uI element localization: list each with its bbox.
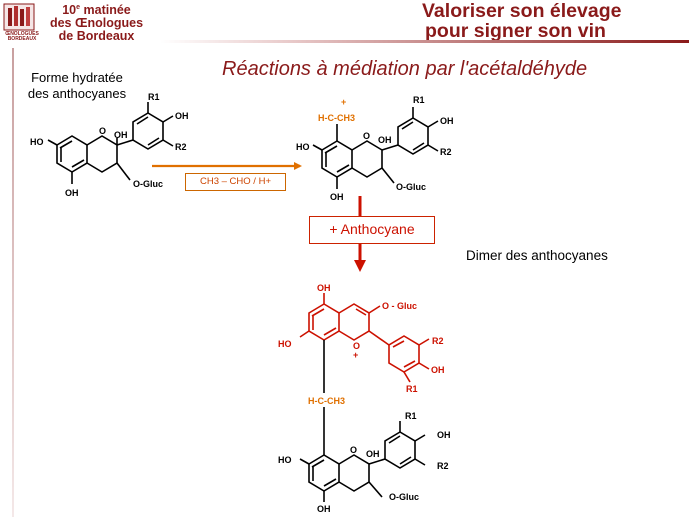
dimer-lower-oh-bottom: OH [317,504,331,514]
label-hydrated-form: Forme hydratée des anthocyanes [12,70,142,102]
banner-line-1: Valoriser son élevage [422,0,622,22]
dimer-lower-ring-o: O [350,445,357,455]
dimer-lower-r2: R2 [437,461,449,471]
mol1-ring-o: O [99,126,106,136]
label-dimer: Dimer des anthocyanes [466,248,608,263]
dimer-ho-left: HO [278,339,292,349]
mol2-oh-c2: OH [378,135,392,145]
event-title: 10e matinée des Œnologues de Bordeaux [44,1,149,43]
banner-title: Valoriser son élevage pour signer son vi… [422,1,687,41]
dimer-lower-oh-right: OH [437,430,451,440]
mol1-oh-right: OH [175,111,189,121]
dimer-lower-oh-c2: OH [366,449,380,459]
mol2-h-c-ch3: H-C-CH3 [318,113,355,123]
mol1-o-gluc: O-Gluc [133,179,163,189]
mol2-r2: R2 [440,147,452,157]
event-line-3: de Bordeaux [58,29,135,44]
label-hydrated-line-1: Forme hydratée [31,70,123,85]
add-anthocyane-box: + Anthocyane [309,216,435,244]
dimer-r2: R2 [432,336,444,346]
molecule-hydrated-anthocyanin [47,102,174,184]
mol1-r2: R2 [175,142,187,152]
mol2-o-gluc: O-Gluc [396,182,426,192]
dimer-o-gluc: O - Gluc [382,301,417,311]
banner-divider [160,40,689,43]
dimer-oh-right: OH [431,365,445,375]
mol1-ho-left: HO [30,137,44,147]
slide-header: ŒNOLOGUES BORDEAUX 10e matinée des Œnolo… [0,0,689,44]
dimer-bridge-h-c-ch3: H-C-CH3 [308,396,345,406]
dimer-lower-r1: R1 [405,411,417,421]
mol1-r1: R1 [148,92,160,102]
slide-title: Réactions à médiation par l'acétaldéhyde [222,58,588,80]
mol2-oh-right: OH [440,116,454,126]
dimer-flavylium-unit [299,293,430,383]
event-line-1: 10e matinée [62,3,131,18]
logo-caption: ŒNOLOGUES BORDEAUX [5,31,39,42]
mol2-oh-bottom: OH [330,192,344,202]
logo-crest-icon [3,3,35,31]
dimer-oh-top: OH [317,283,331,293]
mol2-ho-left: HO [296,142,310,152]
molecule-acetaldehyde-adduct [312,107,439,189]
oenologues-logo: ŒNOLOGUES BORDEAUX [2,2,39,42]
dimer-ring-o: O [353,341,360,351]
dimer-hydrated-unit [299,421,426,502]
left-divider [12,48,14,517]
dimer-r1: R1 [406,384,418,394]
label-hydrated-line-2: des anthocyanes [27,86,127,101]
mol1-oh-c2: OH [114,130,128,140]
mol2-r1: R1 [413,95,425,105]
reagent-label: CH3 – CHO / H+ [185,173,286,191]
mol2-ring-o: O [363,131,370,141]
dimer-ring-plus: + [353,350,358,360]
dimer-lower-ho-left: HO [278,455,292,465]
mol1-oh-bottom: OH [65,188,79,198]
banner-line-2: pour signer son vin [425,20,606,42]
dimer-lower-o-gluc: O-Gluc [389,492,419,502]
mol2-plus: + [341,97,346,107]
event-line-2: des Œnologues [49,16,144,31]
